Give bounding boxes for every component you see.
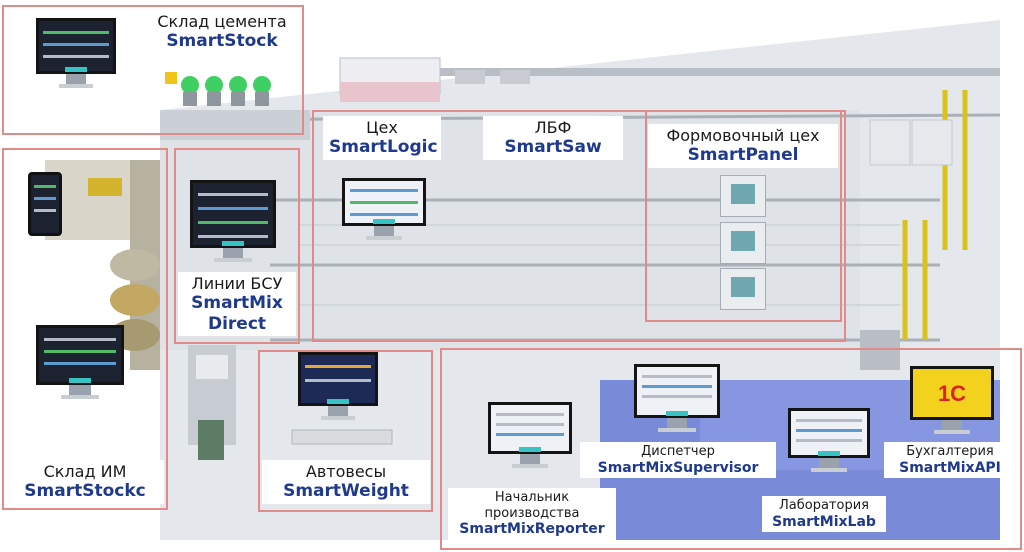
smart-logo-badge [327,399,349,404]
zone-office [440,348,1022,550]
system-name: SmartMixLab [772,513,876,530]
monitor-screen [788,408,870,458]
label-laboratory: Лаборатория SmartMixLab [762,496,886,533]
system-name: SmartStockc [24,481,146,502]
zone-im-warehouse [2,148,168,510]
monitor-stand [214,248,252,262]
monitor-im-warehouse [36,325,124,399]
system-name: SmartWeight [283,481,409,502]
smart-logo-badge [222,241,244,246]
control-cabinet [720,268,766,310]
zone-title: Линии БСУ [191,274,283,293]
zone-bsu-lines [174,148,300,344]
monitor-stand [320,406,356,420]
system-name: SmartPanel [687,145,799,166]
monitor-stand [58,74,94,88]
smart-logo-badge [666,411,688,416]
1c-logo: 1С [937,381,967,406]
monitor-truck-scales [298,352,378,420]
label-im-warehouse: Склад ИМ SmartStockc [6,460,164,504]
zone-title: Склад ИМ [43,462,127,481]
monitor-screen [190,180,276,248]
system-name: SmartStock [166,31,278,52]
label-lbf: ЛБФ SmartSaw [483,116,623,160]
zone-title: Цех [366,118,398,137]
zone-title: Диспетчер [641,444,715,459]
system-name: SmartMix [191,293,283,314]
label-molding: Формовочный цех SmartPanel [648,124,838,168]
system-name: Direct [207,313,267,334]
smart-logo-badge [519,447,541,452]
zone-workshop [312,110,846,342]
zone-truck-scales [258,350,433,512]
monitor-screen [36,18,116,74]
zone-title: Начальник [494,490,570,505]
control-cabinet [720,175,766,217]
monitor-screen [488,402,572,454]
zone-molding [645,110,842,322]
monitor-screen [36,325,124,385]
zone-cement-warehouse [2,5,304,135]
monitor-bsu [190,180,276,262]
zone-title: ЛБФ [534,118,572,137]
monitor-screen [298,352,378,406]
label-accounting: Бухгалтерия SmartMixAPI [884,442,1016,479]
monitor-stand [511,454,549,468]
zone-title: Автовесы [305,462,387,481]
monitor-stand [811,458,847,472]
monitor-reporter [488,402,572,468]
monitor-accounting: 1С [910,366,994,434]
system-name: SmartMixReporter [459,521,605,538]
monitor-stand [365,226,403,240]
zone-title: производства [484,505,580,521]
tablet-device [28,172,62,236]
system-name: SmartMixSupervisor [597,459,759,476]
monitor-cement [36,18,116,88]
monitor-stand [60,385,100,399]
zone-title: Склад цемента [157,12,287,31]
label-cement-warehouse: Склад цемента SmartStock [143,10,301,54]
label-workshop: Цех SmartLogic [323,116,441,160]
control-cabinet [720,222,766,264]
label-dispatcher: Диспетчер SmartMixSupervisor [580,442,776,479]
monitor-stand [933,420,971,434]
system-name: SmartMixAPI [899,459,1001,476]
label-truck-scales: Автовесы SmartWeight [262,460,430,504]
monitor-stand [658,418,696,432]
system-name: SmartLogic [329,137,438,158]
monitor-screen: 1С [910,366,994,420]
smart-logo-badge [65,67,87,72]
smart-logo-badge [373,219,395,224]
system-name: SmartSaw [504,137,602,158]
smart-logo-badge [818,451,840,456]
monitor-workshop [342,178,426,240]
monitor-lab [788,408,870,472]
monitor-supervisor [634,364,720,432]
label-bsu-lines: Линии БСУ SmartMix Direct [178,272,296,336]
zone-title: Бухгалтерия [906,444,994,459]
zone-title: Формовочный цех [666,126,820,145]
monitor-screen [342,178,426,226]
zone-title: Лаборатория [779,498,869,513]
label-production-head: Начальник производства SmartMixReporter [448,488,616,540]
smart-logo-badge [69,378,91,383]
monitor-screen [634,364,720,418]
